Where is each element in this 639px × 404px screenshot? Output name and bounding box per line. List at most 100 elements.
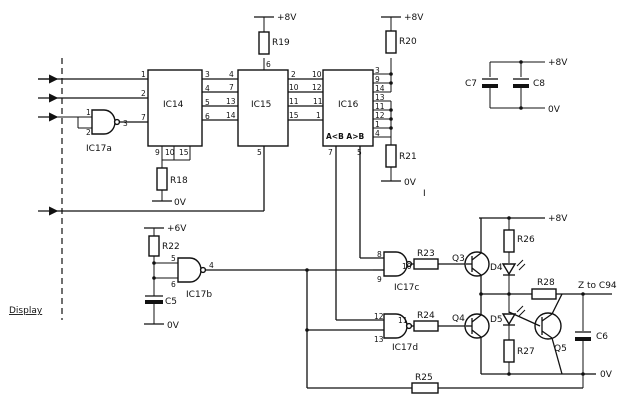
q3-transistor: Q3	[452, 218, 490, 294]
display-label: Display	[9, 306, 43, 316]
d4-label: D4	[490, 263, 503, 273]
svg-text:4: 4	[375, 129, 380, 138]
pin: 15	[179, 148, 189, 157]
ic15-label: IC15	[251, 100, 271, 110]
svg-text:11: 11	[398, 316, 408, 325]
r26-label: R26	[517, 235, 535, 245]
rail-label: +8V	[548, 58, 568, 68]
rail-label: +8V	[548, 214, 568, 224]
q4-transistor: Q4	[452, 294, 490, 374]
r26-resistor	[503, 229, 515, 253]
svg-text:9: 9	[377, 275, 382, 284]
pin: 5	[257, 148, 262, 157]
pin: 14	[226, 111, 236, 120]
svg-text:13: 13	[375, 93, 385, 102]
pin: 5	[205, 98, 210, 107]
pin: 10	[165, 148, 175, 157]
pin: 6	[266, 60, 271, 69]
r23-resistor	[413, 258, 439, 270]
rail-label: +6V	[167, 224, 187, 234]
pin: 7	[229, 83, 234, 92]
r27-resistor	[503, 339, 515, 363]
r25-label: R25	[415, 373, 433, 383]
ic17c-gate: 8 9 10 IC17c	[377, 250, 419, 293]
svg-text:10: 10	[402, 262, 412, 271]
q4-label: Q4	[452, 314, 465, 324]
ic17d-label: IC17d	[392, 343, 418, 353]
pin: 15	[289, 111, 299, 120]
ic17d-gate: 12 13 11 IC17d	[374, 312, 418, 353]
r22-label: R22	[162, 242, 180, 252]
svg-text:1: 1	[375, 120, 380, 129]
decoupling-caps: C7 C8 +8V 0V	[465, 58, 568, 115]
pin: 13	[226, 97, 236, 106]
ic17b-label: IC17b	[186, 290, 212, 300]
svg-text:3: 3	[375, 66, 380, 75]
svg-text:8: 8	[377, 250, 382, 259]
svg-text:6: 6	[171, 280, 176, 289]
cursor-mark: I	[423, 189, 426, 199]
c6-label: C6	[596, 332, 608, 342]
r27-label: R27	[517, 347, 535, 357]
pin: 4	[205, 84, 210, 93]
pin: 7	[141, 113, 146, 122]
ground-label: 0V	[600, 370, 613, 380]
c5-label: C5	[165, 297, 177, 307]
pin: 3	[205, 70, 210, 79]
ic17a-gate: 1 2 3 IC17a	[57, 108, 148, 154]
ic17a-label: IC17a	[86, 144, 112, 154]
rail-label: +8V	[277, 13, 297, 23]
r22-resistor	[148, 235, 160, 257]
pin: 2	[291, 70, 296, 79]
pin: 1	[316, 111, 321, 120]
r24-label: R24	[417, 311, 435, 321]
r21-label: R21	[399, 152, 417, 162]
ic14-label: IC14	[163, 100, 184, 110]
r23-label: R23	[417, 249, 435, 259]
q3-label: Q3	[452, 254, 465, 264]
pin: 1	[86, 108, 91, 117]
r24-resistor	[413, 320, 439, 332]
r28-resistor	[531, 288, 557, 300]
ic16-handwritten-note: A<B A>B	[326, 132, 365, 141]
ic14-chip	[147, 69, 203, 147]
svg-text:12: 12	[374, 312, 384, 321]
d4-led: D4	[490, 259, 526, 294]
pin: 6	[205, 112, 210, 121]
pin: 2	[141, 89, 146, 98]
q5-label: Q5	[554, 344, 567, 354]
output-label: Z to C94	[578, 281, 617, 291]
r19-label: R19	[272, 38, 290, 48]
ic16-right-pins: 3 9 14 13 11 12 1 4	[373, 58, 393, 145]
svg-text:14: 14	[375, 84, 385, 93]
c8-label: C8	[533, 79, 545, 89]
svg-text:13: 13	[374, 335, 384, 344]
pin: 9	[155, 148, 160, 157]
pin: 1	[141, 70, 146, 79]
ic15-chip	[237, 69, 289, 147]
pin: 10	[312, 70, 322, 79]
ground-label: 0V	[404, 178, 417, 188]
ic17b-gate: 5 6 4 IC17b	[171, 254, 214, 300]
r25-resistor	[411, 382, 439, 394]
svg-text:11: 11	[375, 102, 385, 111]
ic16-chip	[322, 69, 374, 147]
d5-label: D5	[490, 315, 503, 325]
rail-label: +8V	[404, 13, 424, 23]
pin: 10	[289, 83, 299, 92]
ground-label: 0V	[548, 105, 561, 115]
pin: 12	[312, 83, 322, 92]
pin: 4	[229, 70, 234, 79]
ground-label: 0V	[174, 198, 187, 208]
q5-transistor: Q5	[508, 293, 567, 375]
pin: 3	[123, 119, 128, 128]
svg-text:4: 4	[209, 261, 214, 270]
pin: 7	[328, 148, 333, 157]
r20-label: R20	[399, 37, 417, 47]
c7-label: C7	[465, 79, 477, 89]
r18-resistor	[156, 167, 168, 191]
r18-label: R18	[170, 176, 188, 186]
svg-text:9: 9	[375, 75, 380, 84]
svg-text:12: 12	[375, 111, 385, 120]
